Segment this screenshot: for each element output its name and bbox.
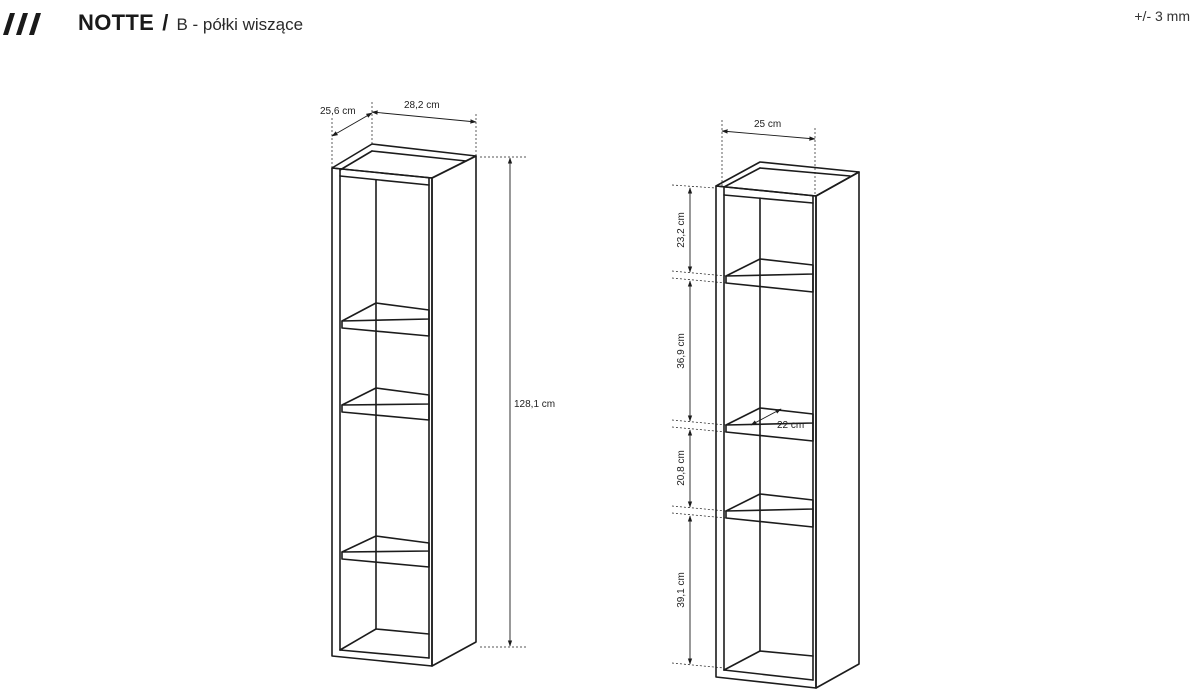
header: NOTTE / B - półki wiszące +/- 3 mm [0,0,1200,50]
shelf-depth-label: 22 cm [777,420,804,431]
right-shelf-boards [725,258,814,528]
left-width-label: 28,2 cm [404,100,440,111]
compartment-1-label: 23,2 cm [676,212,687,248]
left-shelf-unit: 25,6 cm 28,2 cm 128,1 cm [320,100,555,667]
left-shelf-dimensions: 25,6 cm 28,2 cm 128,1 cm [320,100,555,648]
page-title: NOTTE / B - półki wiszące [78,9,303,39]
left-height-label: 128,1 cm [514,399,555,410]
left-depth-label: 25,6 cm [320,106,356,117]
brand-name: NOTTE [78,10,155,35]
page-subtitle: B - półki wiszące [176,15,304,34]
right-width-label: 25 cm [754,119,781,130]
tolerance-note: +/- 3 mm [1134,8,1190,24]
title-separator: / [162,10,169,35]
compartment-2-label: 36,9 cm [676,333,687,369]
triple-slash-logo-icon [3,13,41,35]
compartment-3-label: 20,8 cm [676,450,687,486]
right-shelf-unit: 25 cm 23,2 cm 36,9 cm 20,8 cm 39,1 cm 22… [671,119,860,689]
compartment-4-label: 39,1 cm [676,572,687,608]
left-shelf-boards [341,302,430,568]
right-shelf-dimensions: 25 cm 23,2 cm 36,9 cm 20,8 cm 39,1 cm 22… [671,119,816,669]
